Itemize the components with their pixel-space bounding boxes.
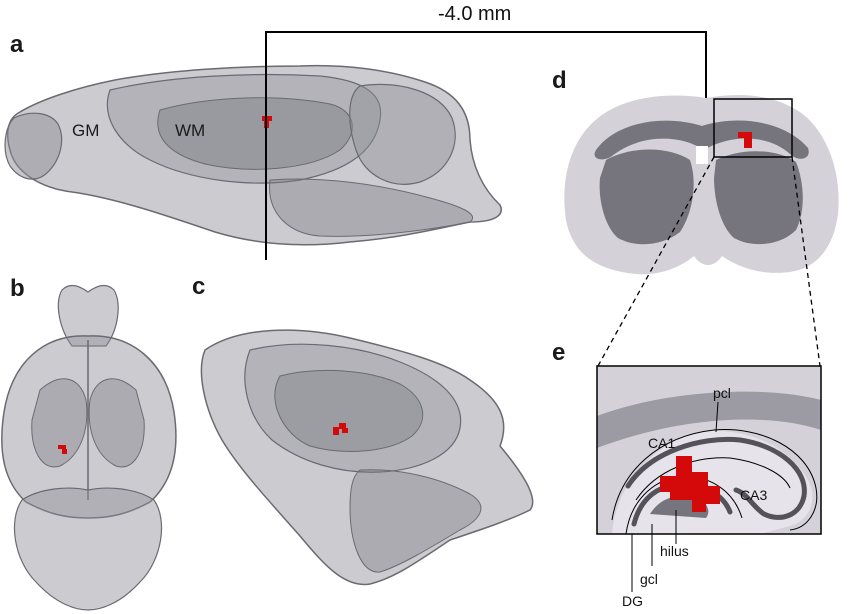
- panel-letter-b: b: [10, 275, 25, 302]
- gray-matter-label: GM: [72, 121, 99, 140]
- gcl-label: gcl: [640, 571, 658, 587]
- ca3-label: CA3: [740, 487, 767, 503]
- stimulus-site-zoom: [660, 456, 720, 512]
- coronal-white-matter: [594, 120, 809, 160]
- zoom-connector-left: [597, 156, 715, 367]
- coronal-section: [564, 94, 839, 275]
- sagittal-brainstem: [269, 178, 473, 237]
- zoom-frame: [596, 365, 822, 535]
- panel-letter-d: d: [552, 67, 567, 94]
- coronal-stimulus-site: [744, 138, 752, 148]
- zoom-white-matter-band: [597, 391, 821, 448]
- pyramidal-cell-layer: [625, 436, 807, 520]
- sagittal-outer-shape: [7, 64, 502, 246]
- oblique-stimulus-site: [333, 427, 339, 435]
- sagittal-view: GM WM: [4, 64, 502, 246]
- dorsal-inner-structures: [31, 378, 145, 468]
- white-matter-label: WM: [175, 121, 205, 140]
- sagittal-cortex-band: [106, 73, 382, 184]
- oblique-white-matter: [274, 370, 424, 452]
- section-plane-line: [265, 31, 707, 260]
- zoom-connector-right: [791, 156, 821, 367]
- hippocampus-zoom: pcl CA1 CA3 hilus gcl DG: [596, 365, 822, 609]
- sagittal-olfactory-bulb: [4, 112, 63, 180]
- pcl-outline: [611, 429, 818, 531]
- panel-letter-a: a: [10, 31, 24, 58]
- coronal-left-subcortex: [599, 149, 694, 245]
- coronal-right-subcortex: [714, 151, 803, 245]
- pcl-pointer: [715, 401, 719, 433]
- section-plane-indicator: -4.0 mm: [265, 3, 707, 260]
- coronal-ventricle: [696, 146, 708, 164]
- hilus-label: hilus: [660, 543, 689, 559]
- ca1-boundary: [635, 457, 791, 501]
- section-depth-label: -4.0 mm: [438, 3, 511, 25]
- ca1-label: CA1: [648, 435, 675, 451]
- panel-letter-c: c: [192, 273, 205, 300]
- sagittal-cerebellum: [349, 83, 456, 185]
- oblique-stimulus-site: [342, 428, 348, 433]
- dg-label: DG: [622, 593, 643, 609]
- dorsal-view: [1, 284, 177, 611]
- oblique-brainstem: [349, 469, 482, 573]
- dorsal-olfactory-bulbs: [57, 284, 119, 347]
- dorsal-stimulus-site: [62, 449, 67, 454]
- panel-letter-e: e: [552, 339, 565, 366]
- dorsal-cerebellum: [13, 487, 163, 611]
- pcl-label: pcl: [713, 385, 731, 401]
- oblique-view: [200, 329, 534, 586]
- coronal-stimulus-site: [738, 132, 752, 138]
- sagittal-white-matter: [157, 97, 353, 170]
- dorsal-stimulus-site: [58, 445, 66, 449]
- oblique-stimulus-site: [339, 423, 346, 429]
- coronal-inset-box: [713, 98, 793, 158]
- dorsal-cerebrum: [1, 335, 177, 519]
